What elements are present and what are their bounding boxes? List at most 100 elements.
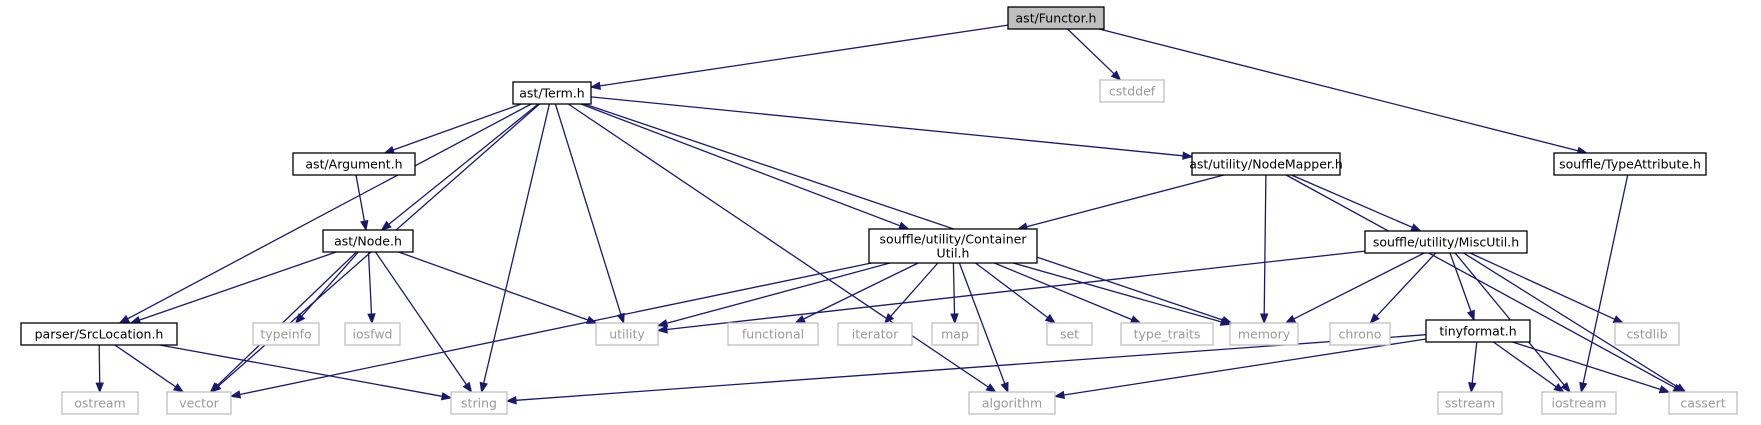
edge-arrowhead <box>360 219 369 232</box>
node-term[interactable]: ast/Term.h <box>512 81 592 105</box>
edge-line <box>159 344 443 397</box>
edge-nodemapper-to-memory <box>1259 174 1269 325</box>
node-algorithm: algorithm <box>968 391 1056 415</box>
node-box <box>20 322 178 346</box>
edge-arrowhead <box>1044 313 1056 324</box>
node-label: iostream <box>1552 396 1607 411</box>
node-sstream: sstream <box>1437 391 1503 415</box>
node-box <box>1120 322 1214 346</box>
edge-line <box>666 250 1366 331</box>
edge-arrowhead <box>985 383 997 393</box>
edge-line <box>1469 252 1616 320</box>
edge-typeattr-to-iostream <box>1579 174 1629 394</box>
node-label: typeinfo <box>260 327 311 342</box>
edge-line <box>367 251 373 315</box>
node-box <box>292 152 416 176</box>
edge-term-to-algorithm <box>567 103 997 393</box>
edge-arrowhead <box>883 313 895 325</box>
edge-functor-to-term <box>589 24 1009 90</box>
node-label: parser/SrcLocation.h <box>35 327 164 342</box>
edge-functor-to-typeattr <box>1099 28 1589 155</box>
edge-node-to-iosfwd <box>367 251 376 325</box>
node-vector: vector <box>166 391 232 415</box>
edge-miscutil-to-tinyformat <box>1449 252 1475 322</box>
edge-line <box>483 103 551 384</box>
edge-arrowhead <box>1410 223 1422 232</box>
node-tinyformat[interactable]: tinyformat.h <box>1425 319 1531 343</box>
edge-line <box>590 96 1184 157</box>
edge-containerutil-to-memory <box>1012 262 1232 326</box>
node-label: chrono <box>1339 327 1382 342</box>
node-srcloc[interactable]: parser/SrcLocation.h <box>20 322 178 346</box>
edge-line <box>1471 341 1478 384</box>
node-label: map <box>941 327 969 342</box>
edge-arrowhead <box>656 319 669 328</box>
edge-functor-to-cstddef <box>1067 28 1122 81</box>
node-miscutil[interactable]: souffle/utility/MiscUtil.h <box>1364 230 1528 254</box>
node-functor[interactable]: ast/Functor.h <box>1007 6 1105 30</box>
node-iosfwd: iosfwd <box>344 322 401 346</box>
node-label: memory <box>1238 327 1291 342</box>
edge-arrowhead <box>209 382 221 393</box>
edge-tinyformat-to-algorithm <box>1053 338 1427 400</box>
edge-arrowhead <box>294 313 306 325</box>
edge-term-to-argument <box>383 103 522 154</box>
edge-arrowhead <box>1110 70 1122 81</box>
edge-containerutil-to-functional <box>794 262 919 324</box>
node-box <box>252 322 320 346</box>
edge-arrowhead <box>1612 315 1625 324</box>
node-typeattr[interactable]: souffle/TypeAttribute.h <box>1553 152 1707 176</box>
edge-arrowhead <box>118 314 131 324</box>
edge-line <box>803 262 919 320</box>
edge-arrowhead <box>380 220 392 231</box>
node-memory: memory <box>1229 322 1299 346</box>
node-string: string <box>450 391 508 415</box>
node-label: vector <box>179 396 220 411</box>
edge-miscutil-to-chrono <box>1369 252 1437 325</box>
edge-arrowhead <box>1369 313 1380 325</box>
edge-line <box>1291 174 1413 228</box>
edge-arrowhead <box>479 381 488 394</box>
node-label: iosfwd <box>353 327 393 342</box>
edge-arrowhead <box>1219 317 1232 326</box>
node-box <box>322 229 414 253</box>
edge-line <box>1449 252 1472 312</box>
edge-arrowhead <box>440 392 453 401</box>
edge-tinyformat-to-cassert <box>1512 341 1671 394</box>
edge-line <box>98 344 101 384</box>
node-label: set <box>1060 327 1079 342</box>
edge-line <box>355 174 366 222</box>
edge-tinyformat-to-sstream <box>1468 341 1478 394</box>
node-nodemapper[interactable]: ast/utility/NodeMapper.h <box>1189 152 1343 176</box>
node-label: utility <box>609 327 645 342</box>
node-label: souffle/TypeAttribute.h <box>1559 157 1701 172</box>
edge-node-to-vector <box>209 251 357 393</box>
edge-arrowhead <box>589 81 601 90</box>
edge-arrowhead <box>367 313 376 325</box>
node-argument[interactable]: ast/Argument.h <box>292 152 416 176</box>
node-label: functional <box>742 327 804 342</box>
node-map: map <box>931 322 979 346</box>
edge-line <box>388 103 539 225</box>
node-node[interactable]: ast/Node.h <box>322 229 414 253</box>
edge-line <box>216 251 357 387</box>
node-cassert: cassert <box>1668 391 1738 415</box>
edge-line <box>301 251 359 317</box>
edge-line <box>1063 338 1427 396</box>
node-label: ast/Node.h <box>334 234 402 249</box>
edge-arrowhead <box>383 145 396 154</box>
node-cstddef: cstddef <box>1099 79 1165 103</box>
edge-arrowhead <box>1579 381 1588 394</box>
node-box <box>1007 6 1105 30</box>
edge-arrowhead <box>1468 382 1477 394</box>
edge-line <box>666 262 891 324</box>
edge-arrowhead <box>656 325 668 334</box>
node-ostream: ostream <box>61 391 139 415</box>
edge-node-to-string <box>374 251 473 394</box>
node-label: sstream <box>1445 396 1495 411</box>
node-label: ast/Argument.h <box>305 157 402 172</box>
node-box <box>727 322 819 346</box>
node-label: string <box>461 396 497 411</box>
node-typeinfo: typeinfo <box>252 322 320 346</box>
